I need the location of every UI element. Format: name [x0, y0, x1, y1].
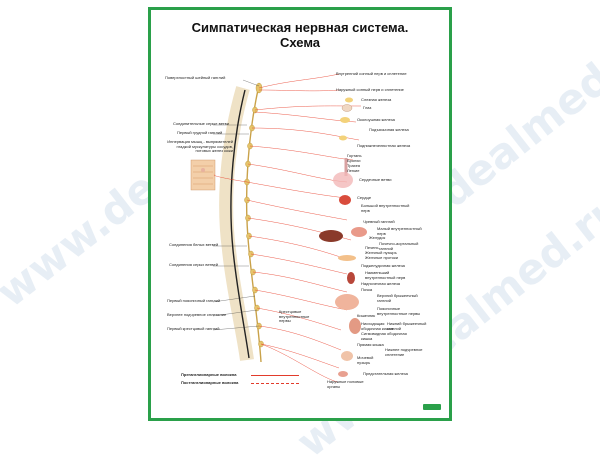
label-bile-ducts: Желчные протоки	[365, 255, 399, 260]
bladder-organ	[341, 351, 353, 361]
label-kidney: Почка	[361, 287, 373, 292]
eye-organ	[341, 104, 353, 112]
lacrimal-gland-organ	[345, 97, 353, 103]
label-sigmoid-colon: Сигмовидная ободочная кишка	[361, 331, 407, 341]
label-sacral-splanchnic: Крестцовые внутренностные нервы	[279, 309, 310, 324]
lungs-organ	[333, 172, 353, 188]
skin-inset-illustration	[190, 159, 216, 191]
label-descending-colon: Нисходящая ободочная кишка	[361, 321, 394, 331]
legend-preganglionic-line	[251, 375, 299, 377]
label-internal-carotid: Внутренний сонный нерв и сплетение	[336, 71, 407, 76]
label-lumbar-splanchnic: Поясничные внутренностные нервы	[377, 306, 421, 316]
spinal-cord	[230, 89, 250, 359]
organs	[319, 97, 367, 377]
title-line-1: Симпатическая нервная система.	[191, 20, 409, 35]
poster-title: Симпатическая нервная система. Схема	[151, 20, 449, 50]
label-lesser-splanchnic: Малый внутренностный нерв	[377, 226, 422, 236]
label-greater-splanchnic: Большой внутренностный нерв	[361, 203, 410, 213]
liver-organ	[319, 230, 343, 242]
label-cardiac-branches: Сердечные ветви	[359, 177, 392, 182]
ganglia	[244, 82, 264, 348]
leader-lines	[212, 79, 260, 331]
label-gallbladder: Желчный пузырь	[365, 250, 397, 255]
label-sublingual: Подъязычная железа	[369, 127, 409, 132]
anatomy-diagram	[190, 73, 367, 383]
label-gray-rami-2: Соединения серых ветвей	[169, 262, 218, 267]
label-lacrimal-gland: Слезная железа	[361, 97, 392, 102]
label-stomach: Желудок	[369, 235, 386, 240]
label-first-thoracic-ganglion: Первый грудной ганглий	[177, 130, 223, 135]
label-parotid: Околоушная железа	[357, 117, 395, 122]
label-skin-innervation: Иннервация мышц - выпрямителей гладкой м…	[167, 139, 233, 154]
label-eye: Глаз	[363, 105, 372, 110]
label-gray-rami: Соединительные серые ветви	[173, 121, 230, 126]
genitals-organ	[338, 371, 348, 377]
legend-postganglionic-label: Постганглионарные волокна	[181, 380, 239, 385]
label-superior-mesenteric: Верхний брыжеечный ганглий	[377, 293, 418, 303]
label-adrenal-gland: Надпочечная железа	[361, 281, 401, 286]
poster: Симпатическая нервная система. Схема	[148, 7, 452, 421]
label-external-carotid: Наружный сонный нерв и сплетение	[336, 87, 404, 92]
label-superior-cervical-ganglion: Поверхностный шейный ганглий	[165, 75, 226, 80]
label-first-sacral-ganglion: Первый крестцовый ганглий	[167, 326, 220, 331]
label-submandibular: Поднижнечелюстная железа	[357, 143, 411, 148]
salivary-gland-organ	[339, 135, 347, 141]
label-superior-hypogastric-plexus: Верхнее подчревное сплетение	[167, 312, 227, 317]
label-liver: Печень	[365, 245, 379, 250]
label-rectum: Прямая кишка	[357, 342, 384, 347]
label-heart: Сердце	[357, 195, 372, 200]
label-least-splanchnic: Наименьший внутренностный нерв	[365, 270, 406, 280]
label-pancreas: Поджелудочная железа	[361, 263, 405, 268]
label-intestine: Кишечник	[357, 313, 376, 318]
stomach-organ	[351, 227, 367, 237]
label-white-rami: Соединения белых ветвей	[169, 242, 219, 247]
legend-postganglionic-line	[251, 383, 299, 385]
title-line-2: Схема	[279, 35, 321, 50]
intestine-organ	[335, 294, 359, 310]
label-trachea: Трахея	[347, 163, 361, 168]
label-inferior-hypogastric: Нижнее подчревное сплетение	[385, 347, 423, 357]
publisher-logo	[423, 404, 441, 410]
label-bladder: Мочевой пузырь	[357, 355, 374, 365]
label-first-lumbar-ganglion: Первый поясничный ганглий	[167, 298, 221, 303]
label-lungs: Легкие	[347, 168, 360, 173]
label-inferior-mesenteric: Нижний брыжеечный ганглий	[387, 321, 427, 331]
label-aorticorenal-ganglion: Почечно-аортальный ганглий	[379, 241, 419, 251]
legend-preganglionic-label: Преганглионарные волокна	[181, 372, 237, 377]
kidney-organ	[347, 272, 355, 284]
spinal-column	[219, 86, 254, 361]
label-bronchi: Бронхи	[347, 158, 361, 163]
parotid-gland-organ	[340, 117, 350, 123]
colon-organ	[349, 318, 361, 334]
heart-organ	[339, 195, 351, 205]
label-prostate: Предстательная железа	[363, 371, 408, 376]
label-larynx: Гортань	[347, 153, 362, 158]
label-external-genitalia: Наружные половые органы	[327, 379, 364, 389]
nerve-fibers	[213, 73, 362, 383]
pancreas-organ	[338, 255, 356, 261]
label-celiac-ganglion: Чревный ганглий	[363, 219, 395, 224]
